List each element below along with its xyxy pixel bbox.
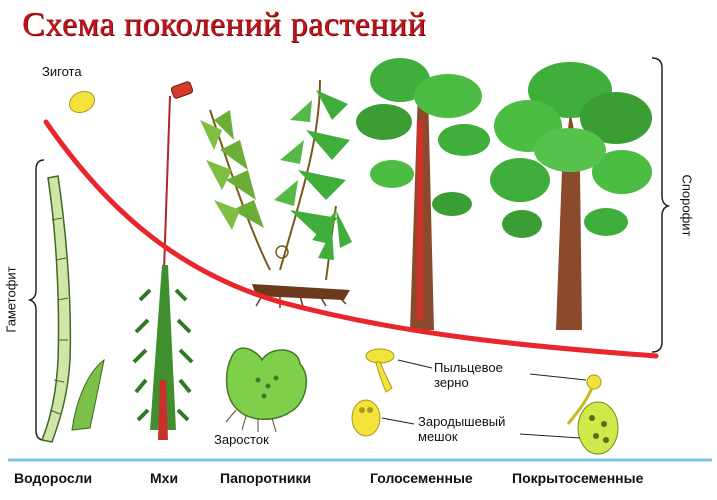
prothallus-label: Заросток	[214, 432, 269, 447]
category-algae: Водоросли	[14, 470, 93, 486]
pine-tree-icon	[356, 58, 490, 330]
category-angiosperms: Покрытосеменные	[512, 470, 644, 486]
sporophyte-bracket	[651, 57, 671, 353]
algae-icon	[40, 175, 105, 443]
zygote-icon	[68, 90, 96, 114]
zygote-label: Зигота	[42, 64, 82, 79]
category-ferns: Папоротники	[220, 470, 312, 486]
pollen-pointer	[397, 359, 433, 369]
deciduous-tree-icon	[490, 62, 652, 330]
prothallus-icon	[225, 347, 308, 433]
angio-pollen-pointer	[529, 373, 587, 381]
pollen-grain-icon	[365, 348, 395, 393]
category-gymnosperms: Голосеменные	[370, 470, 473, 486]
embryo-sac-label: Зародышевый мешок	[418, 414, 506, 444]
embryo-sac-pointer	[381, 417, 415, 425]
gametophyte-label: Гаметофит	[3, 266, 19, 333]
angio-embryo-pointer	[519, 433, 581, 439]
diagram-title: Схема поколений растений	[22, 6, 427, 43]
generation-curve	[43, 119, 659, 359]
fern-icon	[200, 79, 352, 311]
gametophyte-bracket	[27, 159, 45, 441]
embryo-sac-icon	[351, 399, 381, 437]
angiosperm-embryo-sac-icon	[577, 401, 619, 455]
category-mosses: Мхи	[150, 470, 179, 486]
pollen-grain-label: Пыльцевое зерно	[434, 360, 503, 390]
moss-icon	[132, 81, 194, 440]
sporophyte-label: Спорофит	[679, 174, 695, 237]
angiosperm-pollen-icon	[566, 374, 602, 425]
